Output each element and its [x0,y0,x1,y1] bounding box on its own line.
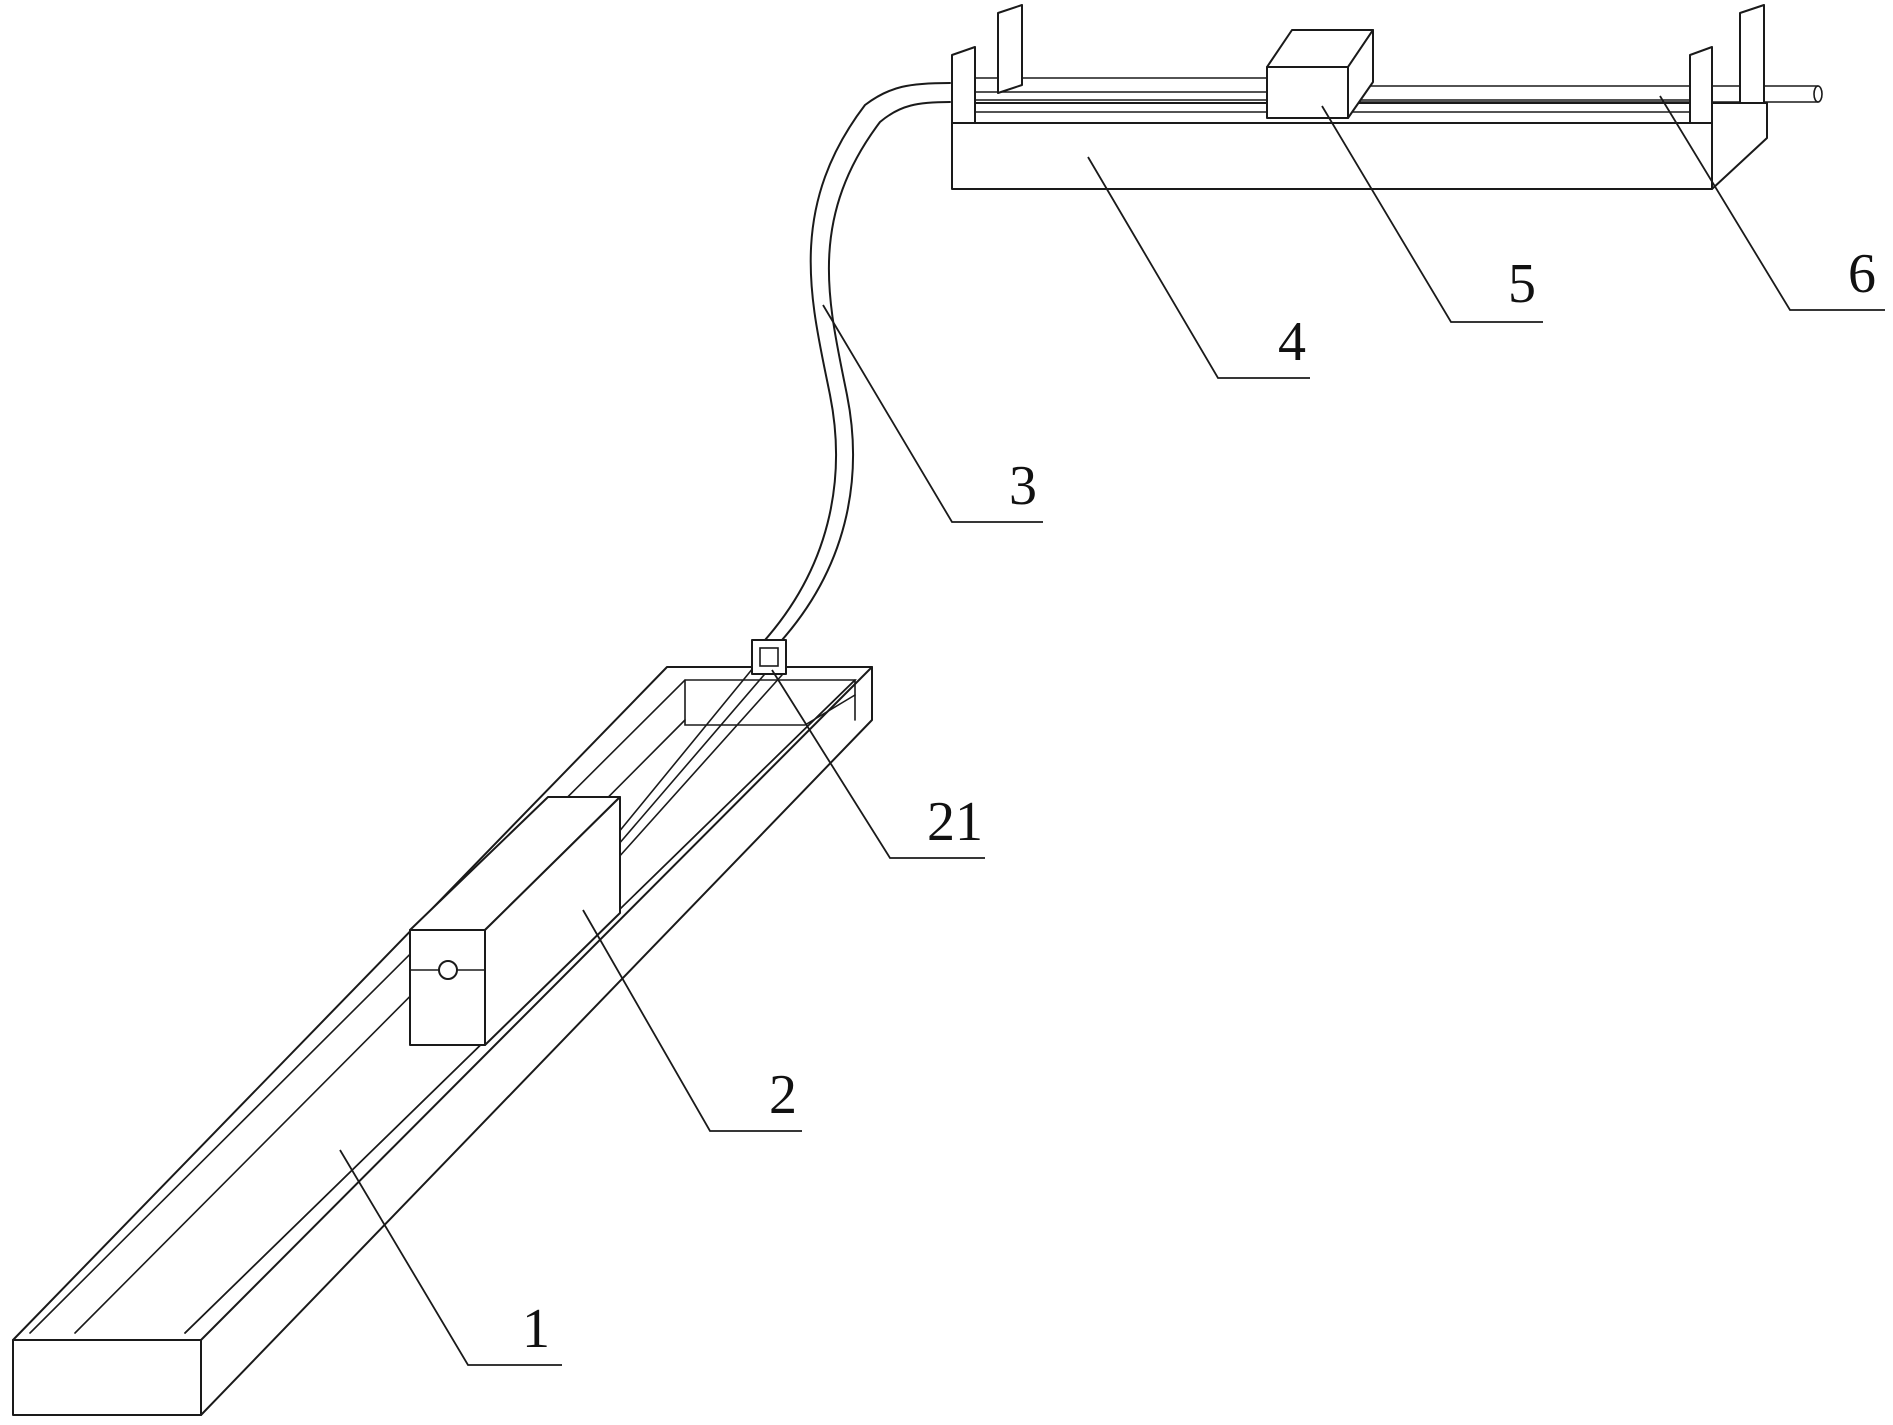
hose-outer [764,82,951,641]
label-6: 6 [1848,243,1876,305]
guide-rod-middle [617,667,771,846]
label-3: 3 [1009,455,1037,517]
trough-side-face [200,666,873,1416]
slider-block [409,661,783,1046]
upright-left-back [997,4,1023,94]
hose-inner [781,101,951,641]
trough-back-wall [684,679,856,726]
label-4: 4 [1278,311,1306,373]
label-1: 1 [522,1298,550,1360]
upright-left-front [951,46,976,124]
block-port-circle [438,960,458,980]
connector-21 [751,639,787,675]
leader-lines [339,95,1885,1366]
block-front-face [409,929,486,1046]
rod-6-end [1813,85,1823,103]
leader-1 [339,1149,562,1366]
reference-numerals: 1 2 21 3 4 5 6 [522,243,1876,1360]
label-2: 2 [769,1064,797,1126]
connector-inner [759,647,779,667]
trough [12,666,873,1416]
leader-5 [1321,105,1543,323]
leader-21 [771,669,985,859]
leader-6 [1659,95,1885,311]
upright-right-back [1739,4,1765,104]
label-5: 5 [1508,253,1536,315]
trough-front-face [12,1339,202,1416]
carriage-block [1266,29,1374,119]
leader-4 [1087,156,1310,379]
guide-rod-lower [617,674,783,859]
carriage-front [1266,66,1349,119]
base-front-face [951,122,1713,190]
leader-2 [582,909,802,1132]
leader-3 [822,304,1043,523]
label-21: 21 [927,791,983,853]
rail-base [951,102,1768,190]
upright-right-front [1689,46,1713,124]
uprights [951,4,1765,124]
connector-outer [751,639,787,675]
base-side [974,102,1768,190]
guide-rod-upper [617,661,759,834]
